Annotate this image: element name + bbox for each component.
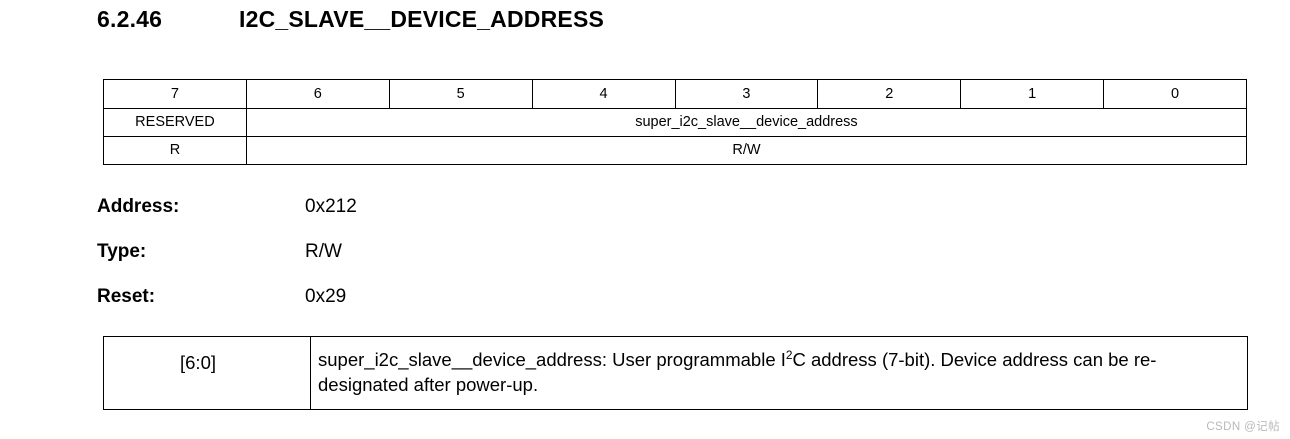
property-row-address: Address: 0x212 bbox=[97, 196, 617, 241]
register-name: I2C_SLAVE__DEVICE_ADDRESS bbox=[239, 6, 605, 32]
property-value-reset: 0x29 bbox=[305, 286, 347, 307]
bit-number-cell: 3 bbox=[674, 79, 819, 109]
field-access-cell: R/W bbox=[245, 136, 1248, 165]
property-label-reset: Reset: bbox=[97, 286, 156, 307]
bit-number-cell: 1 bbox=[960, 79, 1105, 109]
property-value-type: R/W bbox=[305, 241, 342, 262]
property-row-reset: Reset: 0x29 bbox=[97, 286, 617, 331]
bit-number-cell: 0 bbox=[1103, 79, 1247, 109]
description-text-part-1: super_i2c_slave__device_address: User pr… bbox=[318, 349, 786, 370]
property-row-type: Type: R/W bbox=[97, 241, 617, 286]
property-label-type: Type: bbox=[97, 241, 147, 262]
field-description-table: [6:0] super_i2c_slave__device_address: U… bbox=[103, 335, 1248, 411]
page-title: 6.2.46 I2C_SLAVE__DEVICE_ADDRESS bbox=[97, 6, 604, 33]
bit-number-cell: 6 bbox=[245, 79, 390, 109]
property-value-address: 0x212 bbox=[305, 196, 357, 217]
bit-range-cell: [6:0] bbox=[103, 335, 311, 411]
bit-number-cell: 2 bbox=[817, 79, 962, 109]
bit-number-cell: 4 bbox=[531, 79, 676, 109]
field-description-cell: super_i2c_slave__device_address: User pr… bbox=[310, 335, 1248, 411]
property-label-address: Address: bbox=[97, 196, 180, 217]
bit-number-cell: 5 bbox=[388, 79, 533, 109]
reserved-access-cell: R bbox=[103, 136, 247, 165]
description-text-part-2: C address (7-bit). Device address can be… bbox=[318, 349, 1157, 395]
table-row: [6:0] super_i2c_slave__device_address: U… bbox=[103, 335, 1248, 411]
table-row-field-names: RESERVED super_i2c_slave__device_address bbox=[103, 108, 1248, 137]
table-row-bit-numbers: 7 6 5 4 3 2 1 0 bbox=[103, 79, 1247, 109]
register-properties: Address: 0x212 Type: R/W Reset: 0x29 bbox=[97, 196, 617, 331]
bitfield-table: 7 6 5 4 3 2 1 0 RESERVED super_i2c_slave… bbox=[103, 79, 1248, 165]
section-number: 6.2.46 bbox=[97, 6, 163, 32]
reserved-field-cell: RESERVED bbox=[103, 108, 247, 137]
bit-number-cell: 7 bbox=[103, 79, 247, 109]
table-row-access-types: R R/W bbox=[103, 136, 1248, 165]
superscript-two: 2 bbox=[785, 347, 793, 362]
watermark: CSDN @记帖 bbox=[1206, 421, 1280, 433]
field-name-cell: super_i2c_slave__device_address bbox=[245, 108, 1248, 137]
